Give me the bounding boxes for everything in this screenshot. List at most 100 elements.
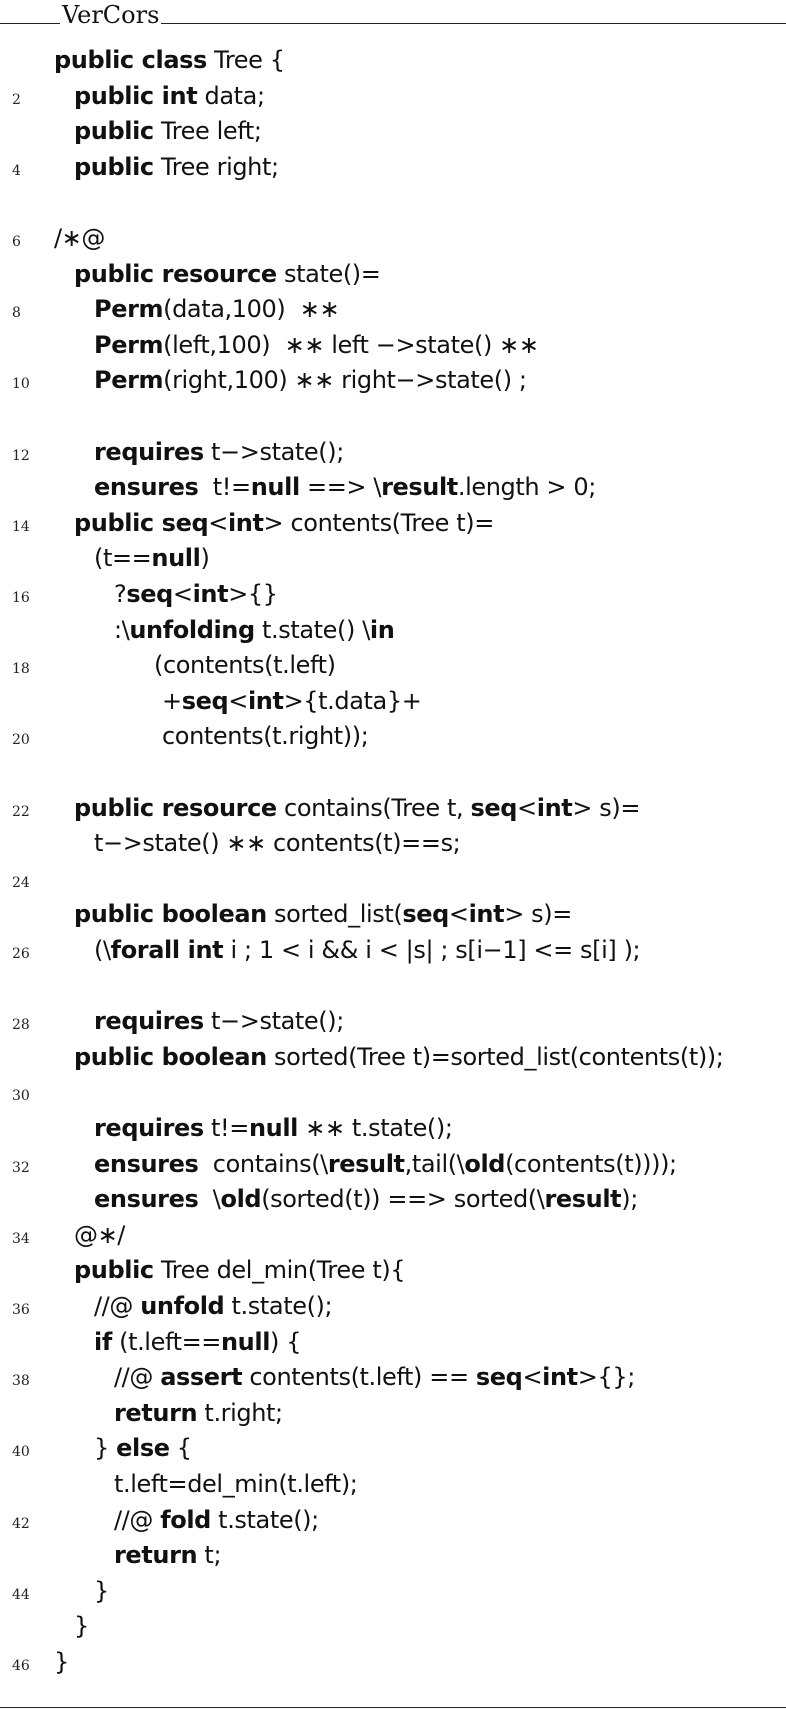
code-keyword: in — [369, 615, 395, 644]
line-number: 10 — [12, 376, 30, 393]
code-line: public boolean sorted(Tree t)=sorted_lis… — [0, 1040, 786, 1076]
code-line: public Tree left; — [0, 114, 786, 150]
code-line: ensures t!=null ==> \result.length > 0; — [0, 470, 786, 506]
code-text: requires t!=null ∗∗ t.state(); — [94, 1111, 453, 1147]
code-token: //@ — [114, 1363, 161, 1392]
code-keyword: int — [542, 1363, 578, 1392]
code-line: 6/∗@ — [0, 221, 786, 257]
line-number: 20 — [12, 732, 30, 749]
code-text: requires t−>state(); — [94, 435, 344, 471]
code-text: //@ fold t.state(); — [114, 1503, 319, 1539]
code-token: state()= — [276, 259, 381, 288]
code-line — [0, 399, 786, 435]
code-keyword: unfolding — [129, 615, 255, 644]
code-keyword: null — [151, 544, 201, 573]
code-text: public boolean sorted(Tree t)=sorted_lis… — [74, 1040, 724, 1076]
code-token: Tree del_min(Tree t){ — [153, 1256, 406, 1285]
code-line: 30 — [0, 1075, 786, 1111]
code-line: +seq<int>{t.data}+ — [0, 684, 786, 720]
code-text: } — [74, 1609, 89, 1645]
code-keyword: return — [114, 1398, 198, 1427]
line-number: 34 — [12, 1230, 30, 1247]
code-token: t; — [197, 1541, 222, 1570]
code-token: < — [172, 580, 193, 608]
code-keyword: int — [468, 900, 505, 929]
code-keyword: old — [464, 1149, 506, 1178]
code-keyword: ensures — [94, 1185, 199, 1214]
code-text: public Tree left; — [74, 114, 262, 150]
code-token: t!= — [198, 473, 251, 502]
code-line: public resource state()= — [0, 257, 786, 293]
code-text: +seq<int>{t.data}+ — [162, 684, 422, 720]
code-line: ensures \old(sorted(t)) ==> sorted(\resu… — [0, 1182, 786, 1218]
code-text: t−>state() ∗∗ contents(t)==s; — [94, 826, 461, 862]
code-keyword: public resource — [74, 793, 277, 822]
line-number: 44 — [12, 1586, 30, 1603]
code-text: return t; — [114, 1538, 222, 1574]
code-keyword: ensures — [94, 1149, 199, 1178]
code-line: 4 public Tree right; — [0, 150, 786, 186]
line-number: 40 — [12, 1444, 30, 1461]
code-token: > s)= — [504, 900, 572, 929]
code-line: 40} else { — [0, 1431, 786, 1467]
code-line: 36//@ unfold t.state(); — [0, 1289, 786, 1325]
code-keyword: Perm — [94, 366, 164, 395]
code-token: //@ — [114, 1505, 161, 1534]
code-token: } — [74, 1612, 89, 1641]
code-keyword: public — [74, 117, 154, 146]
code-keyword: seq — [470, 793, 518, 822]
code-token: Tree left; — [153, 117, 262, 146]
code-token: } — [94, 1434, 117, 1463]
code-token: (contents(t)))); — [505, 1149, 677, 1178]
code-token: ,tail(\ — [404, 1149, 465, 1178]
code-keyword: forall int — [110, 936, 224, 964]
code-keyword: seq — [475, 1363, 523, 1392]
line-number: 38 — [12, 1373, 30, 1390]
line-number: 46 — [12, 1658, 30, 1674]
code-text: public resource state()= — [74, 257, 381, 293]
code-token: < — [208, 508, 228, 537]
code-token: t.state(); — [210, 1505, 319, 1534]
code-text: public int data; — [74, 79, 265, 115]
code-line: return t.right; — [0, 1396, 786, 1432]
code-token: @∗/ — [74, 1220, 125, 1249]
line-number: 18 — [12, 661, 30, 678]
code-line: :\unfolding t.state() \in — [0, 613, 786, 649]
code-token: t!= — [203, 1114, 249, 1142]
line-number: 6 — [12, 234, 21, 250]
code-token: Tree { — [206, 46, 285, 74]
code-line: public Tree del_min(Tree t){ — [0, 1253, 786, 1289]
code-token: t−>state(); — [203, 1007, 344, 1036]
code-text: } — [94, 1574, 109, 1610]
code-text: return t.right; — [114, 1396, 283, 1432]
code-token: ∗∗ t.state(); — [298, 1114, 453, 1142]
line-number: 4 — [12, 162, 21, 179]
code-text: Perm(left,100) ∗∗ left −>state() ∗∗ — [94, 328, 539, 364]
code-keyword: return — [114, 1541, 198, 1570]
line-number: 30 — [12, 1088, 30, 1105]
code-line: t−>state() ∗∗ contents(t)==s; — [0, 826, 786, 862]
code-text: public resource contains(Tree t, seq<int… — [74, 791, 640, 827]
code-token: ? — [114, 580, 127, 608]
code-line — [0, 185, 786, 221]
code-text: public Tree right; — [74, 150, 279, 186]
code-keyword: public boolean — [74, 900, 267, 929]
code-keyword: requires — [94, 437, 204, 466]
code-token: t.left=del_min(t.left); — [114, 1470, 358, 1498]
code-keyword: seq — [402, 900, 449, 929]
code-text: :\unfolding t.state() \in — [114, 613, 395, 649]
code-keyword: if — [94, 1327, 112, 1356]
code-token: } — [54, 1648, 69, 1676]
listing-bottom-rule — [0, 1707, 786, 1708]
code-token: t.state(); — [224, 1292, 333, 1320]
code-token: t.right; — [197, 1398, 283, 1427]
code-keyword: public seq — [74, 508, 209, 537]
code-line — [0, 969, 786, 1005]
